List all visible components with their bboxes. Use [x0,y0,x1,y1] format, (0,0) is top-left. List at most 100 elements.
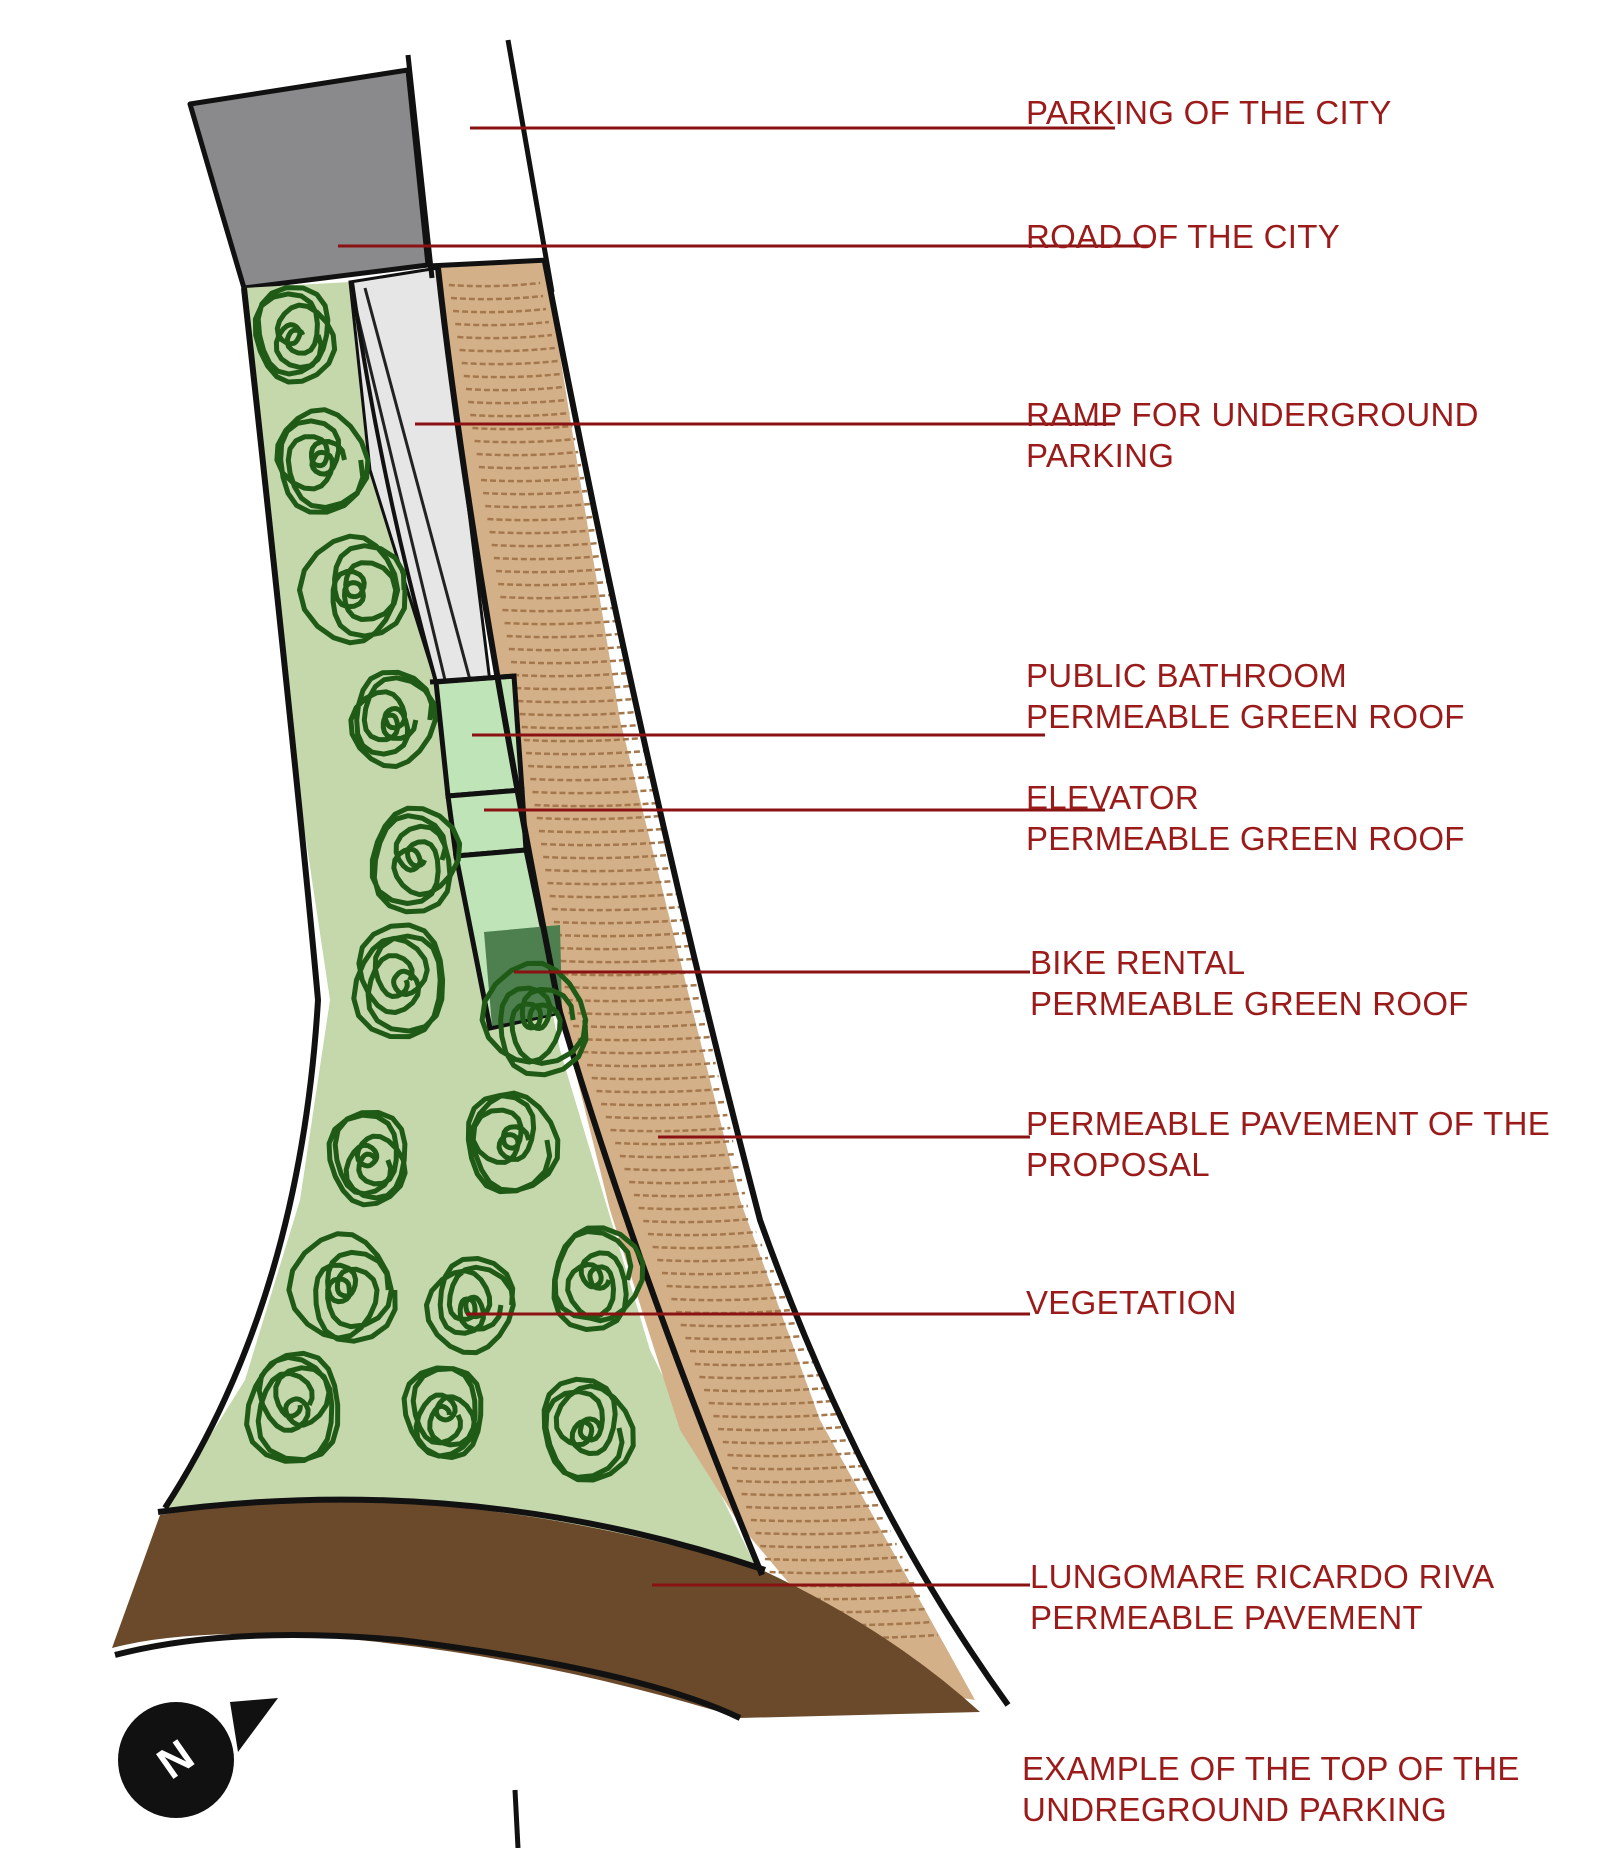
pavement-hatch-line [532,788,655,795]
vegetation-area [165,282,760,1575]
vegetation-trees [244,285,646,1483]
pavement-hatch-line [689,1347,810,1354]
pavement-hatch-line [519,710,637,717]
pavement-hatch-line [525,749,646,756]
tree-scribble [541,1376,636,1483]
pavement-hatch-line [558,944,690,951]
pavement-hatch-line [704,1386,827,1393]
pavement-hatch-line [610,1126,731,1133]
label-vegetation: VEGETATION [1026,1284,1237,1321]
leader-lines [338,126,1150,1587]
pavement-hatch-line [553,918,684,925]
pavement-hatch-line [448,281,541,288]
pavement-hatch-line [498,580,608,587]
pavement-hatch-line [504,619,617,626]
pavement-hatch-line [671,1295,786,1302]
pavement-hatch-line [788,1620,932,1627]
lungomare-pavement [112,1501,980,1718]
pavement-hatch-line [453,307,547,314]
pavement-hatch-line [596,1087,722,1094]
pavement-hatch-line [538,827,664,834]
pavement-hatch-line [530,775,652,782]
pavement-hatch-line [476,450,579,457]
inner-pavement-line [435,267,765,1577]
label-example-top-underground-parking: EXAMPLE OF THE TOP OF THE UNDREGROUND PA… [1022,1750,1520,1828]
label-bike-rental: BIKE RENTAL PERMEABLE GREEN ROOF [1030,944,1469,1022]
pavement-hatch-line [564,983,699,990]
pavement-hatch-line [680,1321,798,1328]
tree-scribble [401,1365,484,1460]
pavement-hatch-line [572,1022,707,1029]
pavement-hatch-line [487,515,593,522]
pavement-hatch-line [493,554,602,561]
pavement-hatch-line [547,879,675,886]
pavement-hatch-line [755,1529,891,1536]
pavement-hatch-line [521,723,640,730]
pavement-hatch-line [718,1425,845,1432]
pavement-hatch-line [555,931,687,938]
pavement-hatch-line [549,892,678,899]
pavement-hatch-line [459,346,555,353]
pavement-hatch-line [468,398,567,405]
pavement-hatch-line [661,1269,774,1276]
pavement-hatch-line [485,502,591,509]
north-arrow-pointer [230,1698,278,1752]
pavement-hatch-line [480,476,585,483]
tree-scribble [252,285,338,385]
pavement-hatch-line [568,1009,705,1016]
tree-scribble [369,805,463,915]
ramp-line [350,291,447,681]
pavement-hatch-line [491,541,599,548]
label-public-bathroom: PUBLIC BATHROOM PERMEABLE GREEN ROOF [1026,657,1465,735]
tree-scribble [351,922,446,1040]
label-ramp-underground-parking: RAMP FOR UNDERGROUND PARKING [1026,396,1479,474]
road-west-line [405,54,435,279]
pavement-hatching [448,281,938,1640]
pavement-hatch-line [508,645,623,652]
lungomare-south-line [114,1632,742,1721]
pavement-hatch-line [577,1035,710,1042]
tree-scribble [326,1110,408,1208]
tree-scribble [465,1090,561,1195]
pavement-hatch-line [523,736,643,743]
pavement-hatch-line [551,905,681,912]
pavement-hatch-line [732,1464,862,1471]
north-arrow: N [118,1698,278,1818]
pavement-hatch-line [536,814,661,821]
pavement-hatch-line [708,1399,833,1406]
pavement-hatch-line [652,1243,763,1250]
pavement-hatch-line [450,294,544,301]
pavement-hatch-line [489,528,596,535]
pavement-hatch-line [457,333,553,340]
pavement-hatch-line [727,1451,856,1458]
pavement-hatch-line [472,424,573,431]
pavement-hatch-line [746,1503,880,1510]
label-elevator: ELEVATOR PERMEABLE GREEN ROOF [1026,779,1465,857]
pavement-hatch-line [510,658,626,665]
road-crossing-line [427,257,549,269]
pavement-hatch-line [633,1191,746,1198]
pavement-hatch-line [587,1061,716,1068]
ramp-west-line [350,281,438,683]
pavement-hatch-line [591,1074,719,1081]
pavement-hatch-line [500,593,611,600]
tree-scribble [348,669,438,769]
pavement-hatch-line [764,1555,903,1562]
pavement-hatch-line [528,762,649,769]
pavement-hatch-line [461,359,558,366]
pavement-hatch-line [615,1139,734,1146]
tree-scribble [297,533,408,646]
pavement-hatch-line [515,684,631,691]
pavement-hatch-line [722,1438,850,1445]
pavement-hatch-line [534,801,658,808]
label-parking-of-city: PARKING OF THE CITY [1026,94,1392,131]
pavement-hatch-line [470,411,570,418]
pavement-hatch-line [513,671,629,678]
tree-scribble [286,1231,398,1344]
pavement-hatch-line [699,1373,821,1380]
pavement-hatch-line [545,866,672,873]
label-lungomare-ricardo-riva: LUNGOMARE RICARDO RIVA PERMEABLE PAVEMEN… [1030,1558,1495,1636]
pavement-hatch-line [517,697,634,704]
